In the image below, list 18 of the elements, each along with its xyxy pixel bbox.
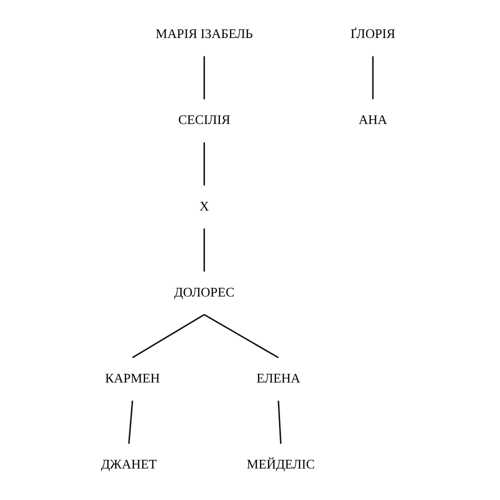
node-text: КАРМЕН <box>105 370 160 386</box>
connector <box>204 56 205 100</box>
connector <box>132 314 205 358</box>
node-text: АНА <box>358 112 388 128</box>
connector <box>278 400 282 444</box>
connector <box>372 56 374 100</box>
node-text: ҐЛОРІЯ <box>350 26 396 42</box>
node-text: МАРІЯ ІЗАБЕЛЬ <box>156 26 253 42</box>
node-text: СЕСІЛІЯ <box>178 112 230 128</box>
node-text: ЕЛЕНА <box>256 370 300 386</box>
connector <box>204 228 205 272</box>
connector <box>128 400 134 444</box>
connector <box>204 314 279 358</box>
node-text: МЕЙДЕЛІС <box>246 456 315 472</box>
connector <box>204 142 205 186</box>
node-text: ДЖАНЕТ <box>100 456 157 472</box>
node-text: ДОЛОРЕС <box>174 284 234 300</box>
node-text: X <box>199 198 209 214</box>
